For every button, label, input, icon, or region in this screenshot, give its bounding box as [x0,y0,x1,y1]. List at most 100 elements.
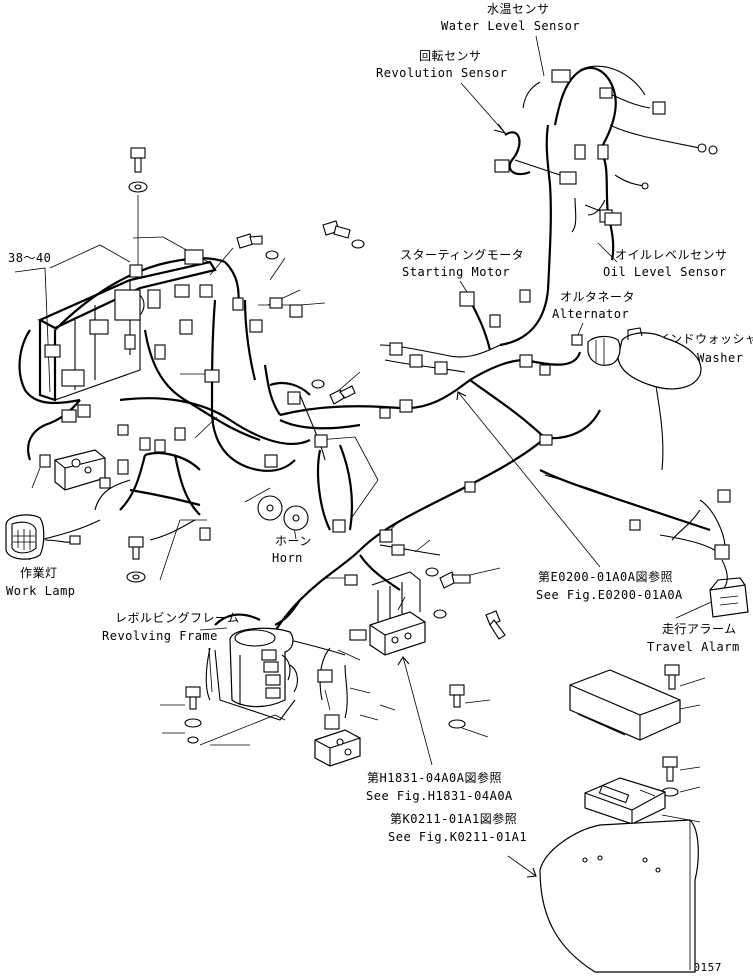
bolt-head-icon [664,664,680,676]
bolt-washer-group-1 [128,147,148,265]
revolving-frame-jp: レボルビングフレーム [115,611,240,625]
bolt-shank-icon [666,766,674,782]
connector-b [89,319,109,335]
travel-alarm-jp: 走行アラーム [662,622,737,636]
work-lamp [5,514,81,560]
revolving-frame-en: Revolving Frame [102,629,218,643]
label-alternator: オルタネータ Alternator [552,290,635,321]
bolt-head-icon [130,147,146,159]
left-valve-block [54,449,106,491]
ref2-jp: 第H1831-04A0A図参照 [367,770,502,785]
starting-motor-connector [459,291,475,307]
part-range-label: 38～40 [8,251,51,265]
ref3-jp: 第K0211-01A1図参照 [390,811,517,826]
connector-g [179,319,193,335]
bolt-head-icon [128,536,144,548]
washer-icon-2 [433,609,447,619]
revolving-frame-assembly [214,627,299,721]
washer-icon [184,718,202,728]
washer-icon [425,567,439,577]
bolt-washer-group-8 [448,684,466,729]
bolt-head-icon [185,686,201,698]
label-horn: ホーン Horn [272,534,312,565]
bolt-head-icon [662,756,678,768]
oil-level-jp: オイルレベルセンサ [615,248,728,262]
bolt-washer-group-5 [126,536,146,583]
ref1-en: See Fig.E0200-01A0A [536,588,683,602]
bolt-shank-icon [134,157,142,173]
cab-mounting-frame [37,249,244,402]
water-level-sensor-connector [551,69,571,83]
connector-a [44,344,61,358]
window-washer-tank [617,327,702,390]
travel-alarm [709,577,749,618]
starting-motor-en: Starting Motor [402,265,510,279]
ref3-en: See Fig.K0211-01A1 [388,830,527,844]
washer-icon [265,250,279,260]
monitor-unit [584,777,666,825]
water-level-jp: 水温センサ [487,2,550,16]
work-lamp-en: Work Lamp [6,584,76,598]
travel-alarm-en: Travel Alarm [647,640,740,654]
label-oil-level-sensor: オイルレベルセンサ Oil Level Sensor [603,248,728,279]
bolt-icon [329,389,345,405]
horn-en: Horn [272,551,303,565]
upper-right-connectors [379,69,731,560]
bolt-washer-group-4 [311,379,356,405]
cab-cover-panel [539,819,699,973]
revolution-jp: 回転センサ [419,49,482,63]
connector-i [124,334,136,350]
connector-j [232,297,244,311]
label-ref-e0200: 第E0200-01A0A図参照 See Fig.E0200-01A0A [536,569,683,602]
connector-c [184,249,204,265]
relay-box [114,289,141,321]
starting-motor-jp: スターティングモータ [400,248,524,262]
relay-small [147,289,161,309]
washer-icon [351,239,365,249]
alternator-jp: オルタネータ [560,290,635,304]
horn-jp: ホーン [275,534,312,548]
bolt-washer-group-2 [236,233,279,260]
bolt-shank-icon [132,546,140,560]
bolt-shank-icon [189,696,197,710]
connector-e [174,284,190,298]
horn [257,495,309,531]
bolt-washer-group-10 [661,756,679,797]
connector-f [199,284,213,298]
label-water-level-sensor: 水温センサ Water Level Sensor [441,2,580,33]
label-starting-motor: スターティングモータ Starting Motor [400,248,524,279]
revolution-en: Revolution Sensor [376,66,507,80]
water-level-en: Water Level Sensor [441,19,580,33]
work-lamp-jp: 作業灯 [20,566,58,580]
connector-d [129,264,143,278]
lower-valve-block [314,714,361,767]
connector-h [154,344,166,360]
label-work-lamp: 作業灯 Work Lamp [6,566,76,598]
leader-lines [14,35,741,878]
washer-icon [311,379,325,389]
label-ref-h1831: 第H1831-04A0A図参照 See Fig.H1831-04A0A [366,770,513,803]
label-travel-alarm: 走行アラーム Travel Alarm [647,622,740,654]
center-relay-block [317,571,426,683]
alternator-en: Alternator [552,307,629,321]
alternator [587,335,621,366]
left-middle-connectors [39,297,405,586]
bolt-washer-group-6 [425,567,506,640]
label-revolving-frame: レボルビングフレーム Revolving Frame [102,611,240,643]
label-revolution-sensor: 回転センサ Revolution Sensor [376,49,507,80]
fuse-block [61,369,85,387]
bolt-shank-icon [668,674,676,690]
label-ref-k0211: 第K0211-01A1図参照 See Fig.K0211-01A1 [388,811,527,844]
washer-icon [448,719,466,729]
bolt-washer-group-7 [184,686,202,744]
revolution-sensor-connector [494,159,510,173]
bolt-washer-group-3 [322,220,365,249]
bolt-shank-icon [453,694,461,708]
bolt-head-icon [449,684,465,696]
ref2-en: See Fig.H1831-04A0A [366,789,513,803]
ref1-jp: 第E0200-01A0A図参照 [538,569,673,584]
oil-level-en: Oil Level Sensor [603,265,727,279]
controller-box [569,669,681,741]
